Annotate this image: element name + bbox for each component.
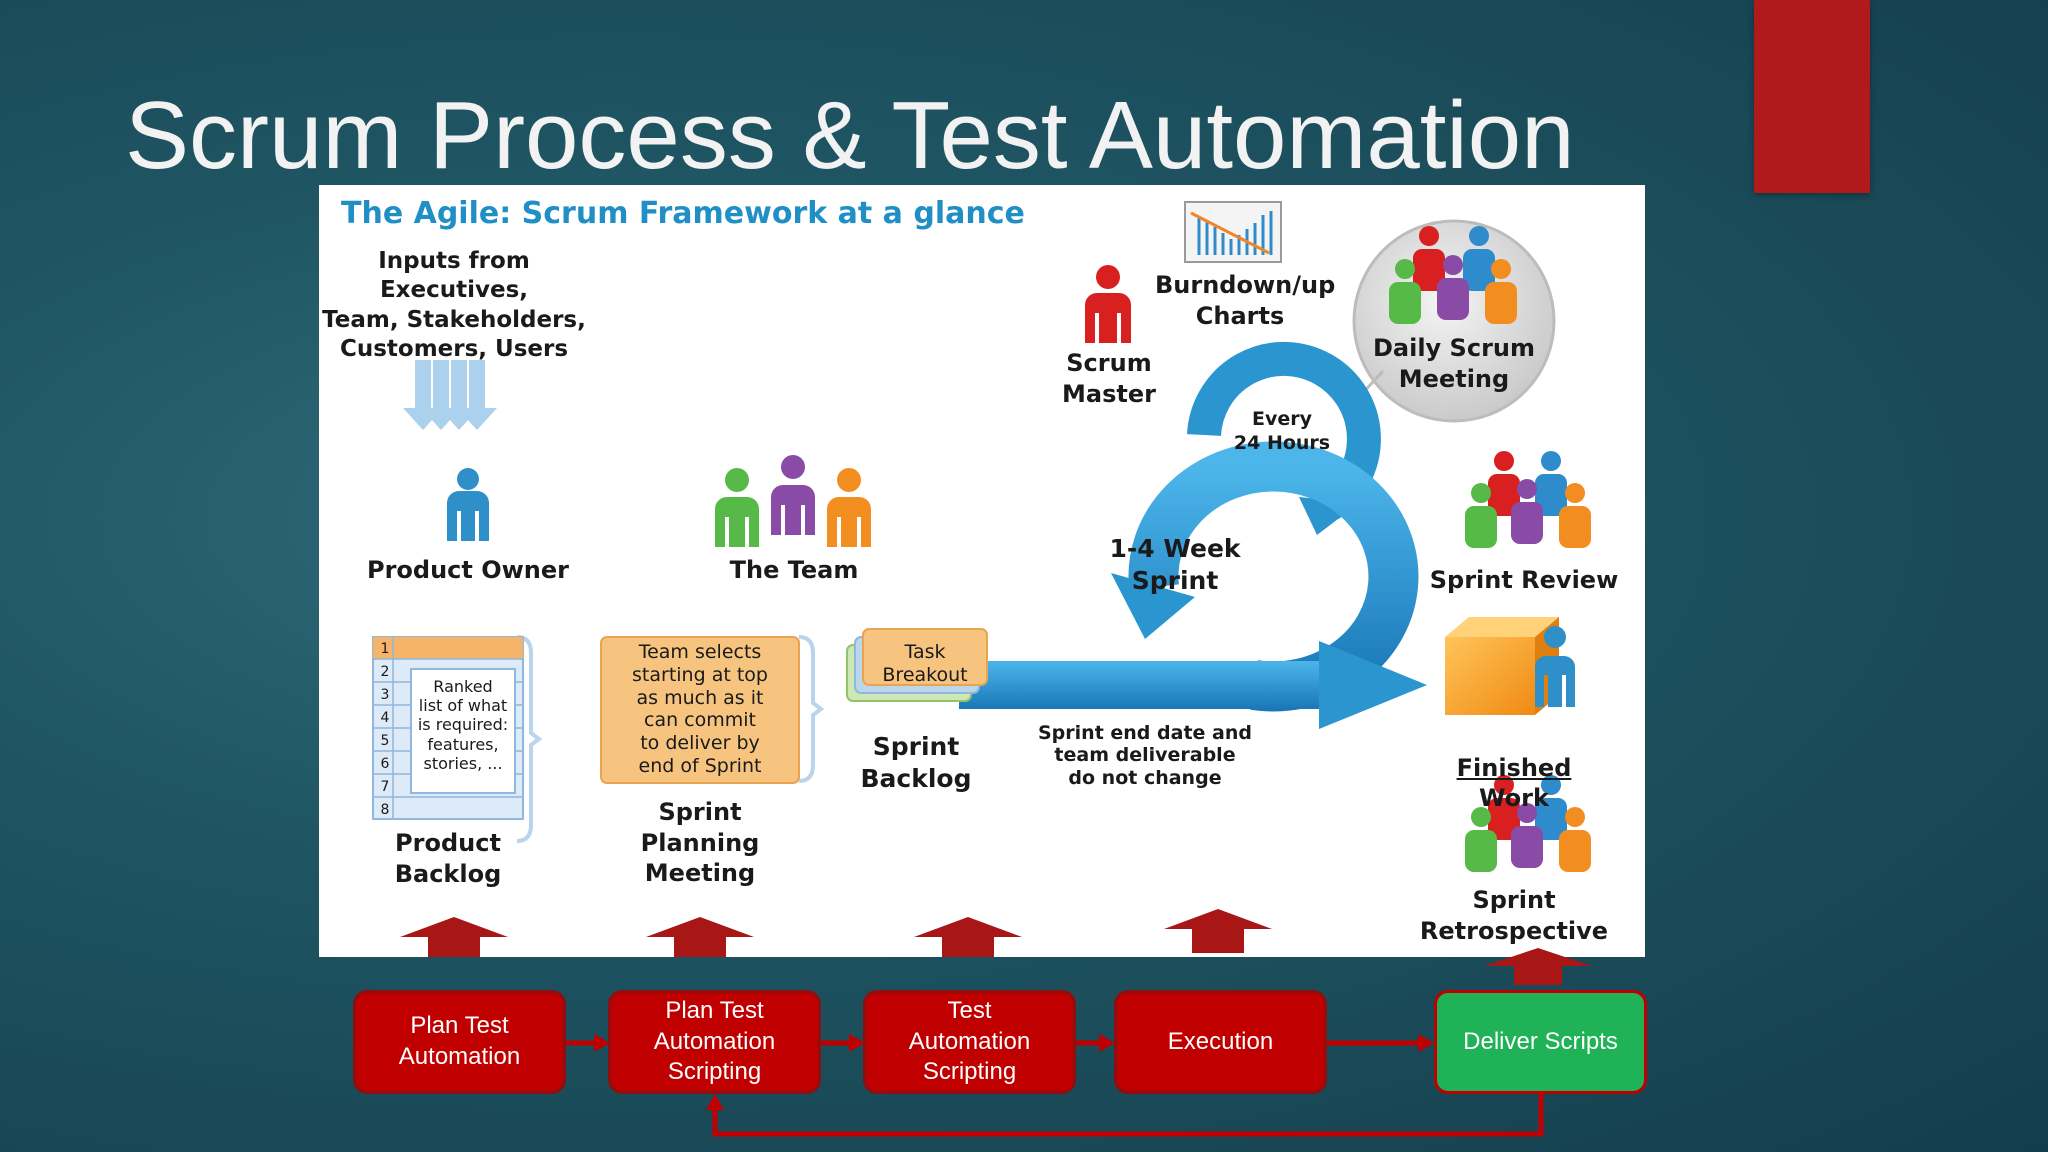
team-figures bbox=[715, 455, 871, 547]
scrum-master-label: Scrum Master bbox=[1062, 349, 1156, 408]
work-word: Work bbox=[1479, 784, 1549, 813]
step-plan-test-automation-scripting[interactable]: Plan Test Automation Scripting bbox=[608, 990, 821, 1094]
sprint-planning-note bbox=[600, 635, 825, 784]
scrum-framework-diagram: The Agile: Scrum Framework at a glance I… bbox=[319, 185, 1645, 957]
diagram-graphics bbox=[372, 201, 1591, 872]
product-owner-figure bbox=[447, 468, 489, 541]
backlog-number: 7 bbox=[380, 779, 390, 795]
burndown-chart-icon bbox=[1184, 201, 1282, 263]
daily-scrum-circle bbox=[1352, 219, 1556, 423]
framework-heading: The Agile: Scrum Framework at a glance bbox=[341, 196, 1025, 231]
backlog-number: 2 bbox=[380, 664, 390, 680]
step-plan-test-automation[interactable]: Plan Test Automation bbox=[353, 990, 566, 1094]
daily-scrum-label: Daily Scrum Meeting bbox=[1372, 334, 1535, 393]
input-arrows bbox=[403, 360, 497, 430]
backlog-number: 5 bbox=[380, 733, 390, 749]
sprint-end-note: Sprint end date and team deliverable do … bbox=[1038, 722, 1252, 789]
slide-title: Scrum Process & Test Automation bbox=[125, 82, 1575, 189]
sprint-retrospective-label: Sprint Retrospective bbox=[1419, 886, 1609, 945]
up-arrows bbox=[400, 909, 1592, 985]
finished-work-label: Finished Work bbox=[1419, 722, 1609, 814]
inputs-label: Inputs from Executives, Team, Stakeholde… bbox=[322, 248, 586, 363]
flow-arrowheads bbox=[594, 1034, 1434, 1110]
sprint-backlog-label: Sprint Backlog bbox=[860, 732, 972, 793]
task-breakout-cards bbox=[846, 628, 988, 702]
backlog-number: 8 bbox=[380, 802, 390, 818]
step-test-automation-scripting[interactable]: Test Automation Scripting bbox=[863, 990, 1076, 1094]
sprint-review-group bbox=[1465, 451, 1591, 548]
sprint-cycle-arrow bbox=[959, 441, 1427, 729]
accent-bar bbox=[1754, 0, 1870, 193]
sprint-planning-label: Sprint Planning Meeting bbox=[640, 798, 760, 888]
scrum-master-figure bbox=[1085, 265, 1131, 343]
backlog-number: 4 bbox=[380, 710, 390, 726]
sprint-retrospective-group bbox=[1465, 775, 1591, 872]
backlog-number: 3 bbox=[380, 687, 390, 703]
sprint-length-label: 1-4 Week Sprint bbox=[1109, 534, 1241, 595]
every-24-hours-label: Every 24 Hours bbox=[1233, 408, 1331, 455]
sprint-review-label: Sprint Review bbox=[1429, 566, 1619, 594]
step-execution[interactable]: Execution bbox=[1114, 990, 1327, 1094]
burndown-label: Burndown/up Charts bbox=[1155, 271, 1336, 330]
finished-work-figure bbox=[1535, 626, 1575, 707]
step-deliver-scripts[interactable]: Deliver Scripts bbox=[1434, 990, 1647, 1094]
backlog-number: 6 bbox=[380, 756, 390, 772]
product-backlog-label: Product Backlog bbox=[394, 829, 502, 888]
finished-word: Finished bbox=[1456, 753, 1572, 782]
the-team-label: The Team bbox=[729, 556, 859, 584]
backlog-numbers: 1 2 3 4 5 6 7 8 bbox=[376, 639, 394, 823]
product-owner-label: Product Owner bbox=[366, 556, 569, 584]
team-selects-note: Team selects starting at top as much as … bbox=[632, 641, 768, 777]
backlog-number: 1 bbox=[380, 641, 390, 657]
flow-connectors bbox=[566, 1040, 1544, 1137]
product-backlog-list bbox=[372, 635, 543, 843]
ranked-list-note: Ranked list of what is required: feature… bbox=[417, 677, 509, 773]
task-breakout-label: Task Breakout bbox=[882, 641, 968, 686]
